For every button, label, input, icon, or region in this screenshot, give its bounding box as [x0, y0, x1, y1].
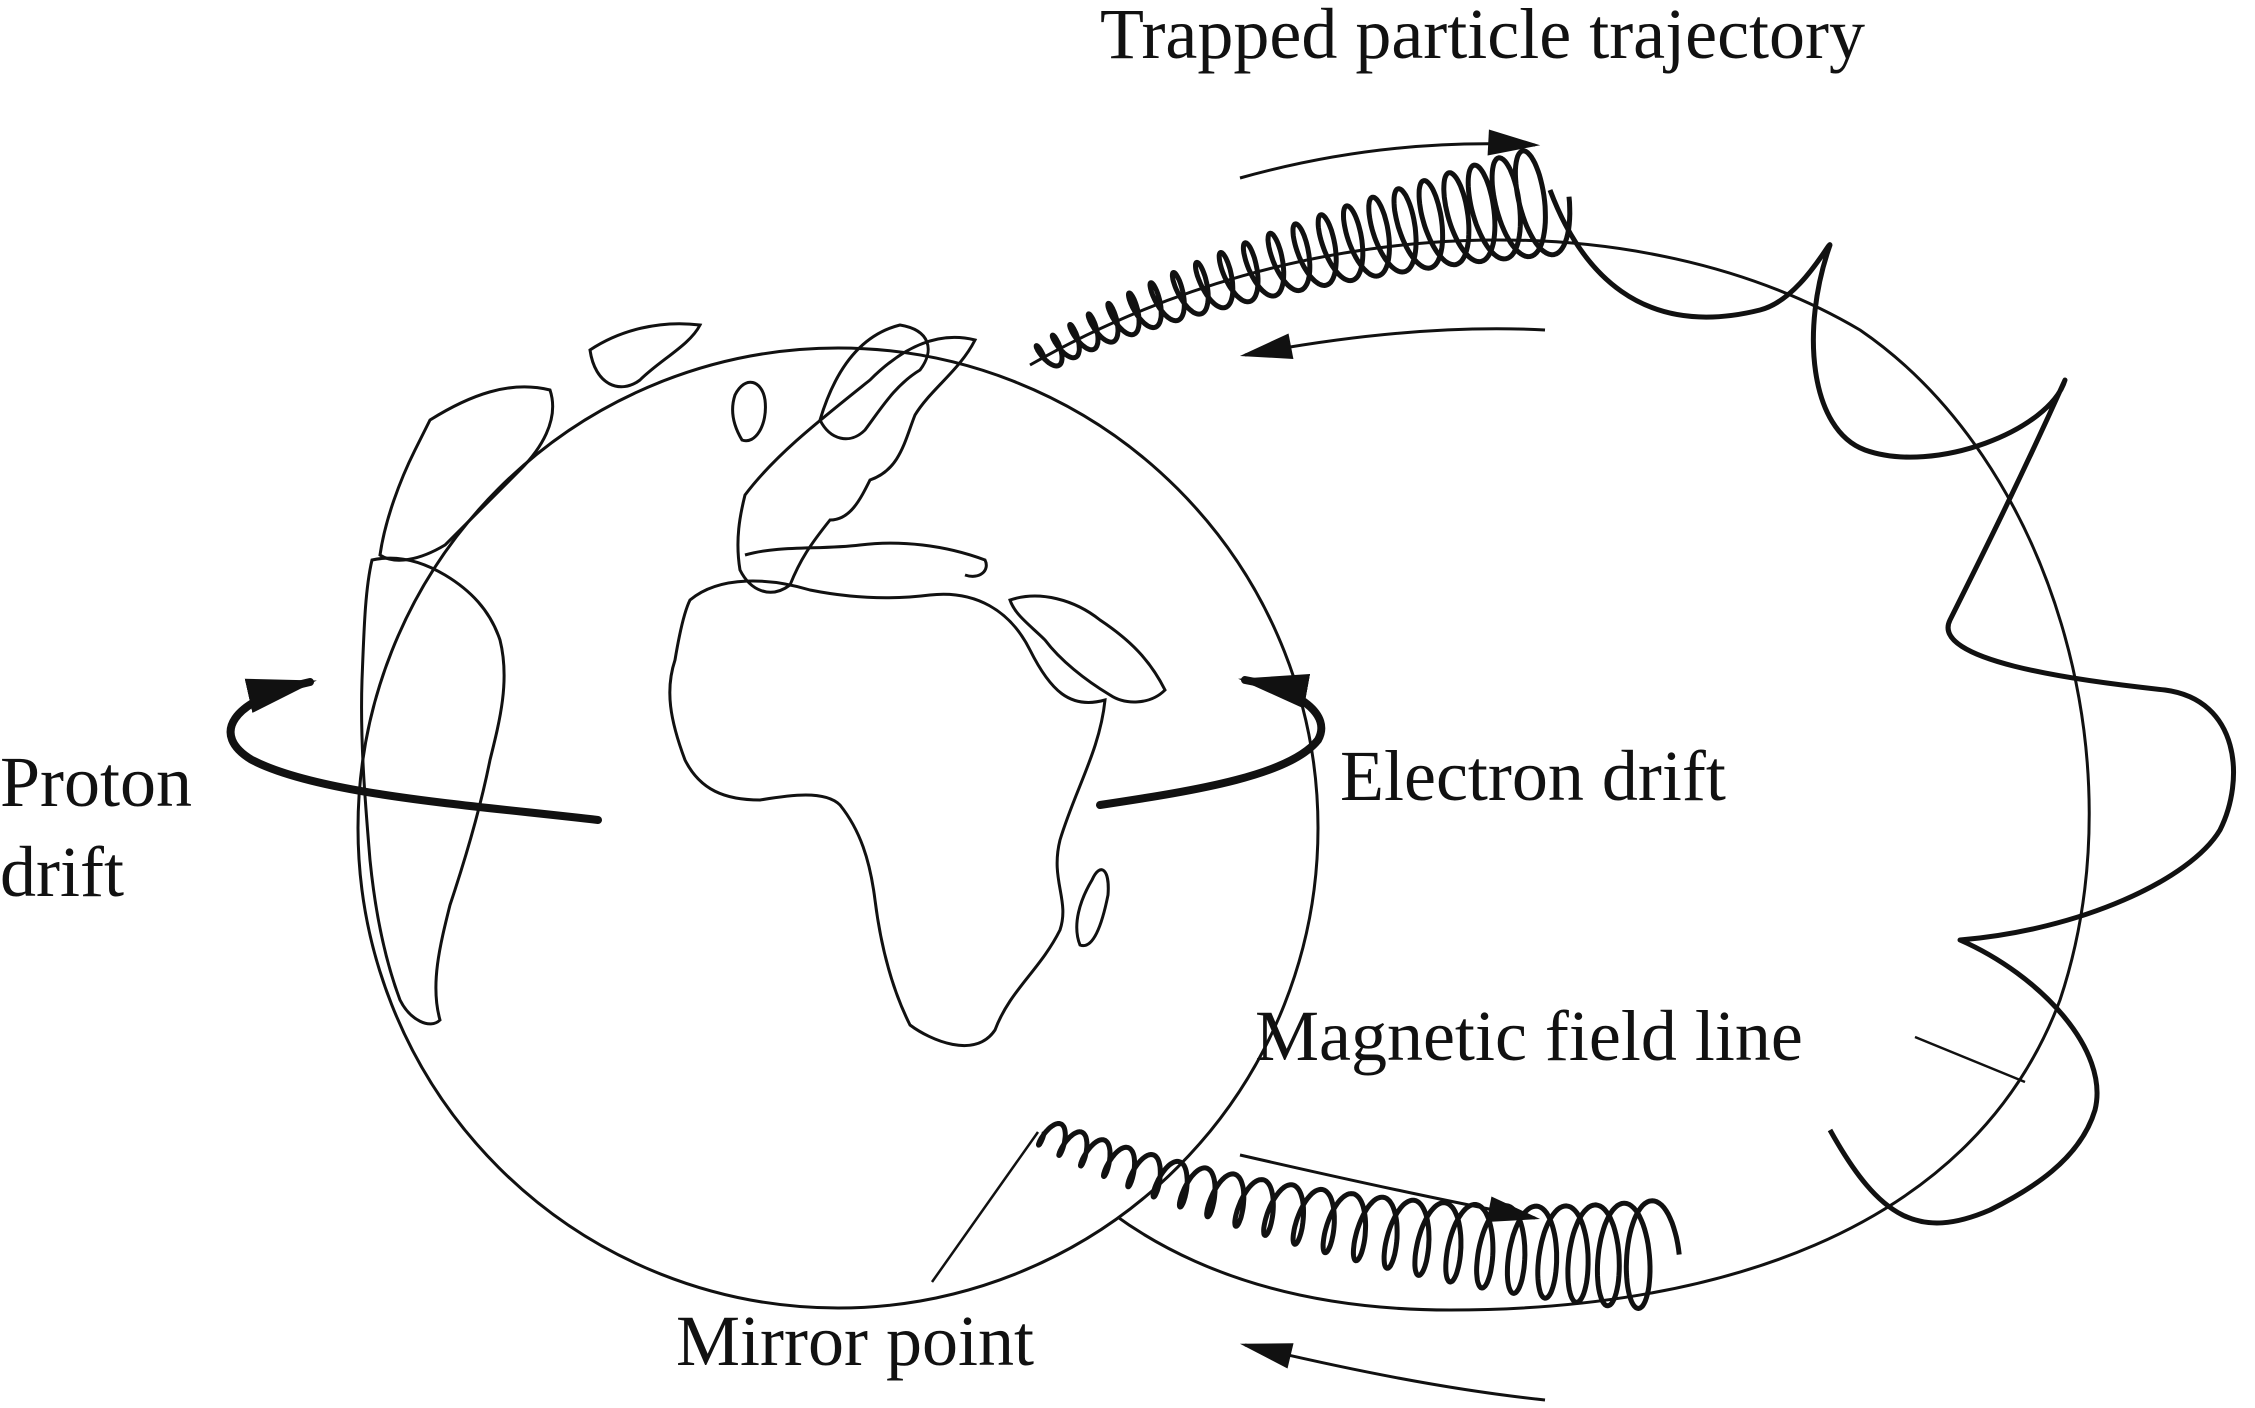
lower-spiral-trajectory [1036, 1121, 1682, 1311]
lower-return-arrow [1239, 1343, 1546, 1402]
mirror-point-label: Mirror point [676, 1301, 1034, 1381]
mediterranean-coast [744, 541, 988, 578]
lower-forward-arrow [1239, 1153, 1541, 1223]
europe-outline [736, 335, 978, 594]
magnetic-field-line-label: Magnetic field line [1255, 996, 1803, 1076]
upper-return-arrow [1239, 327, 1546, 360]
earth-globe-icon [356, 322, 1320, 1310]
upper-spiral-trajectory [1033, 148, 1573, 369]
proton-drift-label-line1: Proton [0, 742, 192, 822]
field-line-leader [1914, 1035, 2026, 1084]
electron-drift-label: Electron drift [1340, 736, 1726, 816]
scandinavia-outline [818, 323, 930, 441]
proton-drift-arrow [226, 678, 602, 824]
trajectory-label: Trapped particle trajectory [1100, 0, 1865, 74]
africa-outline [668, 579, 1107, 1048]
upper-forward-arrow [1239, 129, 1541, 180]
madagascar-outline [1075, 868, 1110, 948]
greenland-outline [588, 322, 703, 389]
wave-trajectory [1547, 189, 2237, 1226]
proton-drift-label-line2: drift [0, 832, 124, 912]
arabia-outline [1008, 594, 1167, 704]
britain-outline [731, 381, 767, 443]
electron-drift-arrow [1096, 674, 1326, 809]
magnetic-field-line [1028, 238, 2091, 1312]
south-america-outline [360, 556, 506, 1026]
mirror-point-leader [930, 1131, 1040, 1283]
north-america-outline [378, 385, 555, 562]
